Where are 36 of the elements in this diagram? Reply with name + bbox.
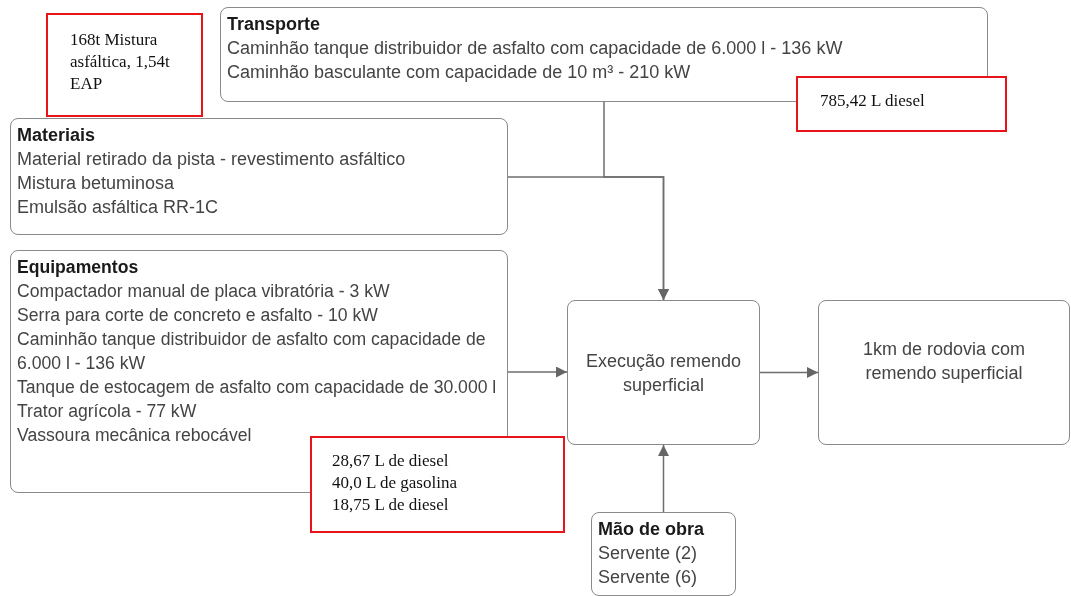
- arrow: [507, 366, 568, 378]
- box-text: Serra para corte de concreto e asfalto - 10 kW: [17, 304, 379, 327]
- note-text: 785,42 L diesel: [820, 90, 926, 112]
- process-box: [591, 512, 736, 596]
- box-text: Caminhão tanque distribuidor de asfalto com capacidade de 6.000 l - 136 kW: [227, 37, 844, 60]
- box-text: Execução remendo superficial: [584, 349, 743, 397]
- box-text: Servente (6): [598, 566, 699, 589]
- box-text: Emulsão asfáltica RR-1C: [17, 196, 220, 219]
- box-heading: Transporte: [227, 13, 322, 36]
- process-box: [567, 300, 760, 445]
- arrow: [759, 367, 819, 378]
- box-heading: Materiais: [17, 124, 97, 147]
- note-text: 40,0 L de gasolina: [332, 472, 458, 494]
- box-text: Servente (2): [598, 542, 699, 565]
- note-text: 28,67 L de diesel: [332, 450, 450, 472]
- note-box: [46, 13, 203, 117]
- box-heading: Equipamentos: [17, 256, 140, 279]
- note-text: 18,75 L de diesel: [332, 494, 450, 516]
- box-text: Trator agrícola - 77 kW: [17, 400, 198, 423]
- box-text: Material retirado da pista - revestimento asfáltico: [17, 148, 407, 171]
- box-text: Compactador manual de placa vibratória - 3 kW: [17, 280, 391, 303]
- arrow: [658, 444, 669, 513]
- box-text: Tanque de estocagem de asfalto com capacidade de 30.000 l: [17, 376, 498, 399]
- box-heading: Mão de obra: [598, 518, 705, 541]
- box-text: Caminhão basculante com capacidade de 10 m³ - 210 kW: [227, 61, 692, 84]
- process-box: [10, 118, 508, 235]
- box-text: Mistura betuminosa: [17, 172, 176, 195]
- note-box: [796, 76, 1007, 132]
- note-box: [310, 436, 565, 533]
- process-box: [10, 250, 508, 493]
- box-text: Caminhão tanque distribuidor de asfalto com capacidade de 6.000 l - 136 kW: [17, 328, 487, 375]
- arrow: [507, 176, 669, 301]
- note-text: 168t Mistura asfáltica, 1,54t EAP: [70, 29, 171, 95]
- box-text: Vassoura mecânica rebocável: [17, 424, 253, 447]
- result-box: [818, 300, 1070, 445]
- box-text: 1km de rodovia com remendo superficial: [861, 337, 1027, 385]
